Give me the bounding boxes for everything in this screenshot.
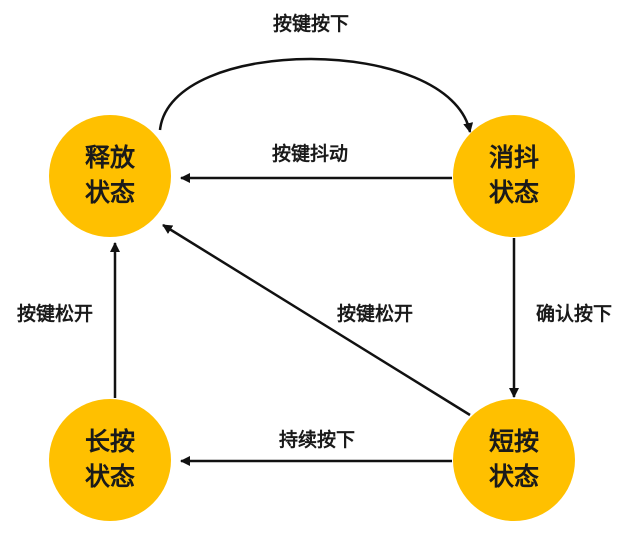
node-short-press-circle (453, 399, 575, 521)
node-debounce-label-line1: 消抖 (489, 143, 539, 172)
node-long-press-circle (49, 399, 171, 521)
edge-label-key-release-left: 按键松开 (17, 302, 93, 325)
node-short-press-state: 短按 状态 (453, 399, 575, 521)
node-debounce-circle (453, 115, 575, 237)
node-long-press-label-line1: 长按 (85, 427, 135, 456)
node-release-label-line2: 状态 (85, 178, 135, 207)
node-debounce-label-line2: 状态 (489, 178, 539, 207)
node-debounce-state: 消抖 状态 (453, 115, 575, 237)
node-release-label-line1: 释放 (85, 143, 136, 172)
node-long-press-state: 长按 状态 (49, 399, 171, 521)
node-release-circle (49, 115, 171, 237)
edge-short-to-release (162, 223, 471, 417)
edge-label-hold-press: 持续按下 (279, 428, 355, 451)
node-release-state: 释放 状态 (49, 115, 171, 237)
node-short-press-label-line2: 状态 (489, 462, 539, 491)
edge-label-key-bounce: 按键抖动 (272, 142, 348, 165)
edge-label-key-press: 按键按下 (273, 12, 349, 35)
edge-release-to-debounce (158, 57, 474, 133)
node-short-press-label-line1: 短按 (489, 427, 539, 456)
edge-label-key-release-diagonal: 按键松开 (337, 302, 413, 325)
edge-label-confirm-press: 确认按下 (536, 302, 612, 325)
node-long-press-label-line2: 状态 (85, 462, 135, 491)
